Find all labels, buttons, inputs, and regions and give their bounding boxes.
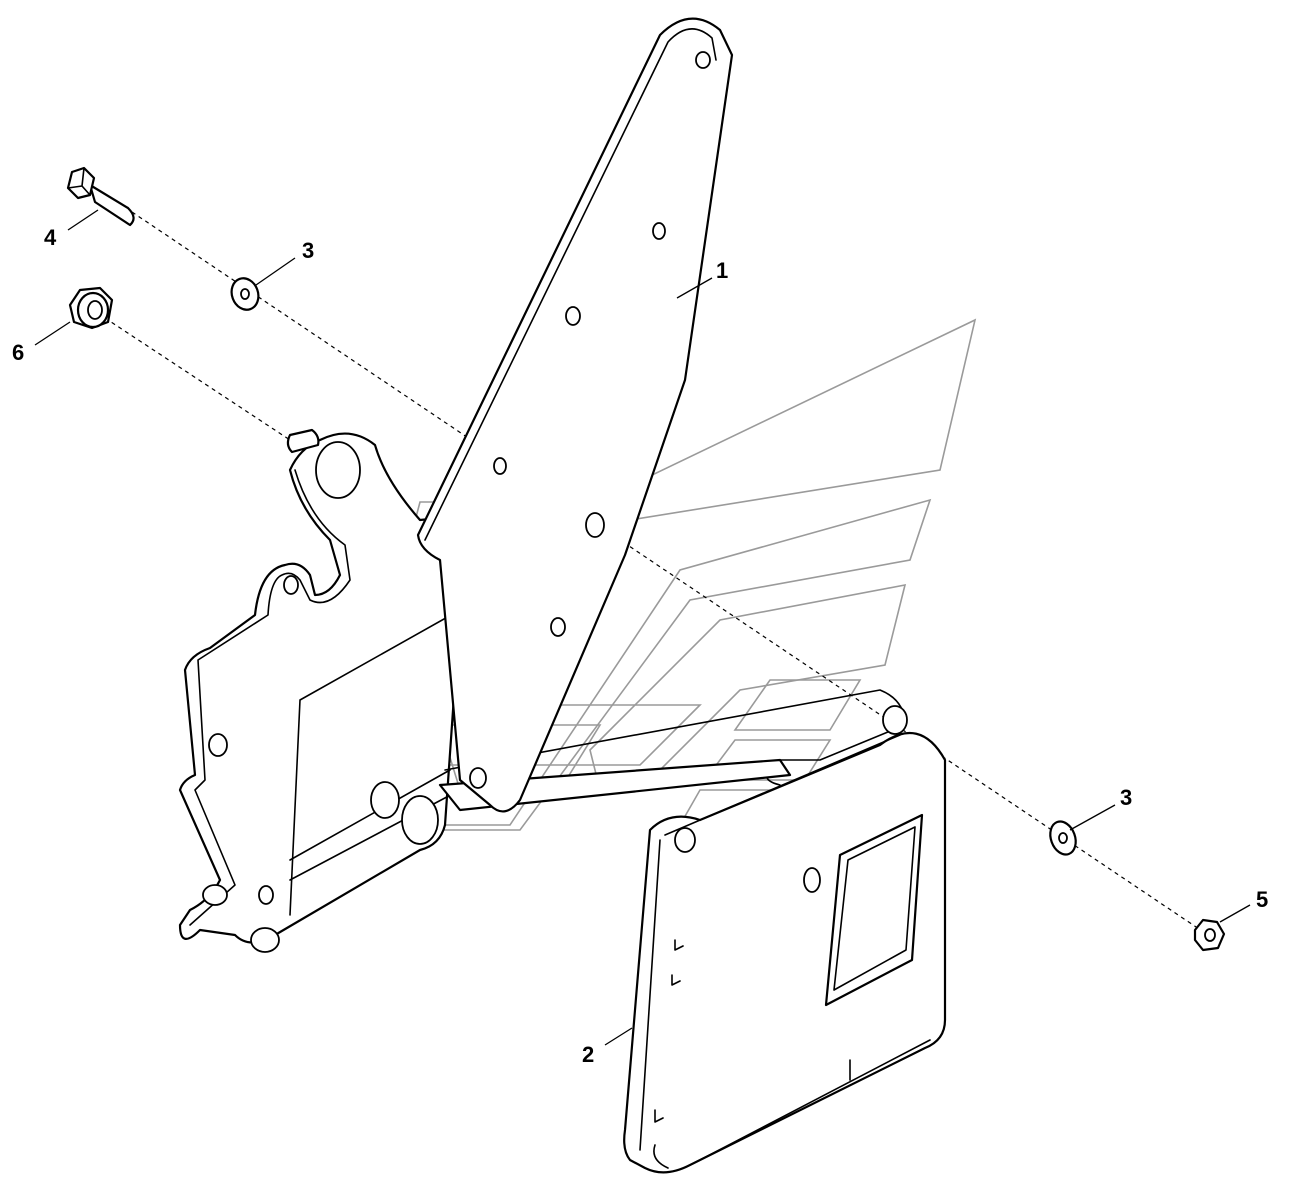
callout-3-lower: 3 [1120,785,1132,810]
callout-5: 5 [1256,887,1268,912]
module-mount-hole [674,827,696,853]
part-5-hex-nut [1193,918,1226,952]
leader-lines [34,209,1251,1046]
callout-6: 6 [12,340,24,365]
assembly-axes [104,211,1206,934]
callout-2: 2 [582,1042,594,1067]
bracket-boss [315,441,361,499]
part-1-triangular-plate [416,17,734,813]
part-2-control-module [623,731,947,1174]
part-6-flange-nut [68,286,114,330]
stud [286,428,320,454]
bolt-head [66,166,96,200]
axis-nut-stud [104,317,291,441]
module-label-plate [824,813,924,1007]
callout-labels: 1 2 3 3 4 5 6 [12,225,1268,1067]
callout-3-upper: 3 [302,238,314,263]
part-3-washer-upper [230,277,260,311]
plate-pivot-hole [585,512,605,538]
part-4-bolt [66,166,135,227]
callout-4: 4 [44,225,57,250]
part-3-washer-lower [1049,820,1077,856]
callout-1: 1 [716,258,728,283]
